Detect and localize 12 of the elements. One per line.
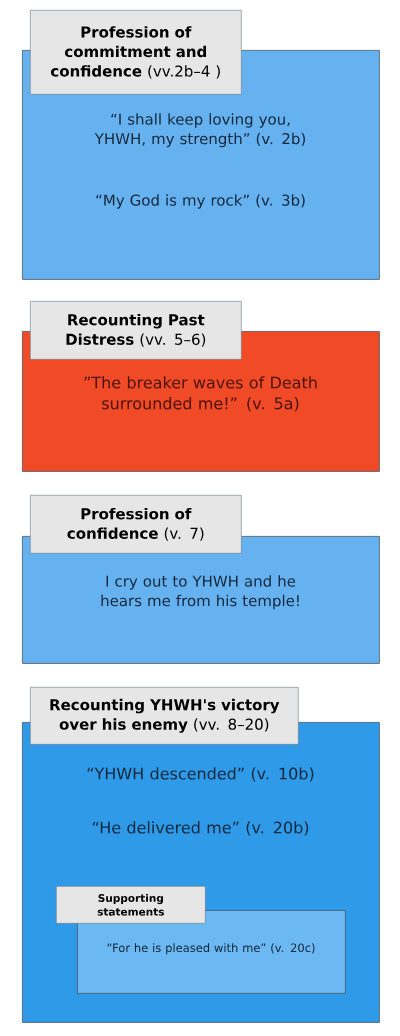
heading-tab: Profession of commitment and confidence (vv.2b–4 ) <box>30 10 242 95</box>
quote-text: “My God is my rock” (v. 3b) <box>96 194 305 209</box>
heading-tab: Profession of confidence (v. 7) <box>30 495 242 554</box>
quote-text: I cry out to YHWH and he hears me from his temple! <box>101 575 299 610</box>
heading-tab: Recounting YHWH's victory over his enemy (vv. 8–20) <box>30 687 299 745</box>
heading-tab: Supporting statements <box>56 886 206 924</box>
quote-text: “I shall keep loving you, YHWH, my strength” (v. 2b) <box>94 113 305 148</box>
quote-text: “YHWH descended” (v. 10b) <box>87 767 314 782</box>
quote-text: “For he is pleased with me” (v. 20c) <box>107 943 315 955</box>
quote-text: “He delivered me” (v. 20b) <box>92 821 309 836</box>
quote-text: ”The breaker waves of Death surrounded me!” (v. 5a) <box>84 376 317 412</box>
heading-tab: Recounting Past Distress (vv. 5–6) <box>30 301 242 360</box>
